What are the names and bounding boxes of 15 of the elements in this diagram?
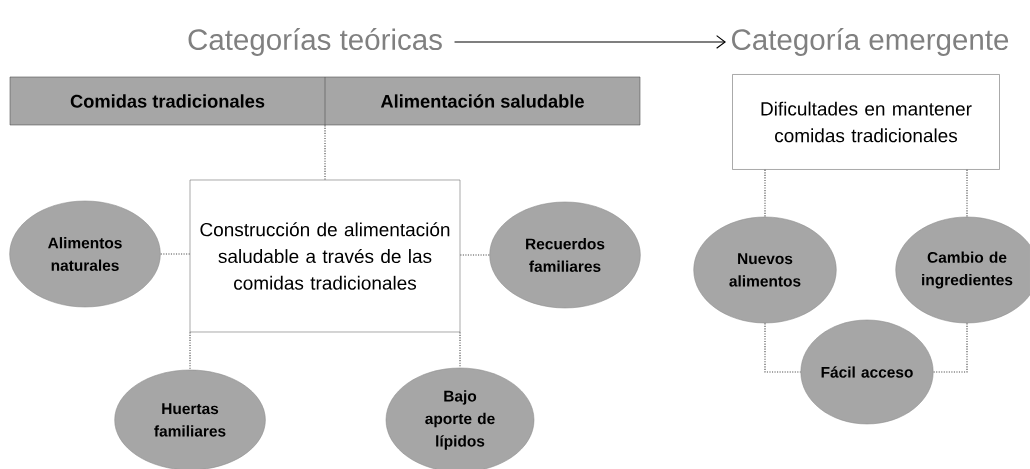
connector-line: [189, 331, 191, 371]
connector-line: [160, 253, 191, 255]
text-box: Dificultades en mantener comidas tradicionales: [732, 74, 1000, 170]
connector-line: [764, 169, 766, 218]
connector-line: [764, 322, 802, 373]
connector-line: [459, 254, 490, 256]
connector-line: [966, 169, 968, 218]
category-heading: Categoría emergente: [732, 28, 1009, 56]
connector-line: [932, 322, 968, 373]
category-heading: Categorías teóricas: [188, 28, 442, 56]
arrow: [453, 35, 726, 49]
connector-line: [459, 331, 461, 369]
header-band: Comidas tradicionales Alimentación saludable: [9, 76, 641, 126]
text-box: Construcción de alimentación saludable a través de las comidas tradicionales: [189, 179, 461, 333]
connector-line: [324, 124, 326, 181]
